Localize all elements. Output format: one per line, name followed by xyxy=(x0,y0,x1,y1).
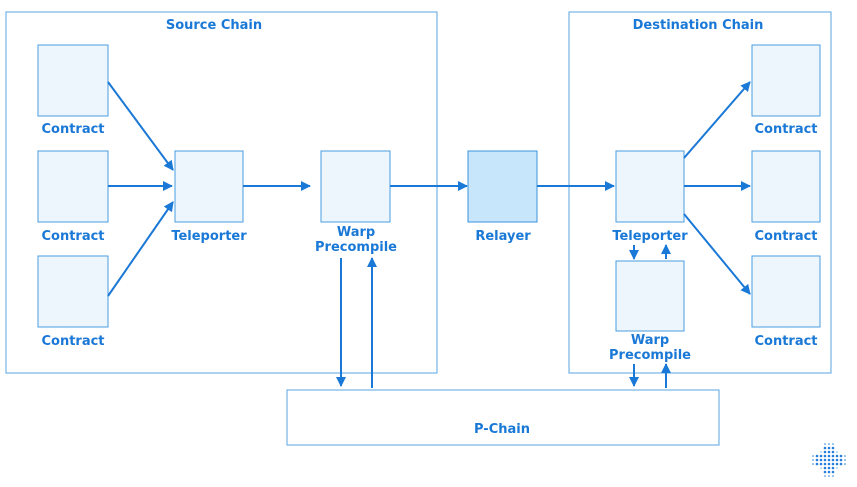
arrow-dest-teleporter-to-contract3 xyxy=(683,213,751,295)
logo-dot xyxy=(835,458,839,462)
arrow-contract3-to-teleporter xyxy=(107,201,174,297)
logo-dot xyxy=(819,458,823,462)
logo-dot xyxy=(844,459,846,461)
p-chain-label: P-Chain xyxy=(474,422,530,437)
destination-warp-label-line1: Warp xyxy=(631,333,669,348)
source-contract-2-box[interactable] xyxy=(37,150,109,223)
dotted-cross-logo-icon xyxy=(812,443,846,477)
logo-dot xyxy=(812,463,814,465)
arrow-dest-teleporter-to-contract1 xyxy=(683,81,751,159)
logo-dot xyxy=(844,455,846,457)
logo-dot xyxy=(823,450,827,454)
arrow-contract1-to-teleporter xyxy=(107,81,174,171)
logo-dot xyxy=(827,446,831,450)
logo-dot xyxy=(839,462,843,466)
logo-dot xyxy=(823,458,827,462)
logo-dot xyxy=(824,443,826,445)
logo-dot xyxy=(831,470,835,474)
logo-dot xyxy=(823,446,827,450)
logo-dot xyxy=(824,475,826,477)
logo-dot xyxy=(831,454,835,458)
source-chain-title: Source Chain xyxy=(166,18,262,33)
destination-chain-title: Destination Chain xyxy=(633,18,764,33)
logo-dot xyxy=(827,454,831,458)
logo-dot xyxy=(835,462,839,466)
destination-contract-1-box[interactable] xyxy=(751,44,821,117)
source-contract-3-box[interactable] xyxy=(37,255,109,328)
logo-dot xyxy=(836,451,838,453)
logo-dot xyxy=(812,455,814,457)
logo-dot xyxy=(832,475,834,477)
logo-dot xyxy=(823,470,827,474)
logo-dot xyxy=(823,466,827,470)
source-teleporter-box[interactable] xyxy=(174,150,244,223)
destination-teleporter-label: Teleporter xyxy=(612,229,688,244)
logo-dot xyxy=(823,454,827,458)
destination-teleporter-box[interactable] xyxy=(615,150,685,223)
logo-dot xyxy=(839,458,843,462)
destination-contract-1-label: Contract xyxy=(754,122,817,137)
destination-contract-3-box[interactable] xyxy=(751,255,821,328)
logo-dot xyxy=(831,446,835,450)
logo-dot xyxy=(827,462,831,466)
logo-dot xyxy=(831,458,835,462)
logo-dot xyxy=(828,475,830,477)
logo-dot xyxy=(812,459,814,461)
logo-dot xyxy=(839,454,843,458)
source-warp-precompile-box[interactable] xyxy=(320,150,391,223)
logo-dot xyxy=(827,458,831,462)
source-warp-label-line2: Precompile xyxy=(315,240,397,255)
logo-dot xyxy=(819,454,823,458)
source-warp-label-line1: Warp xyxy=(337,225,375,240)
logo-dot xyxy=(827,466,831,470)
destination-warp-precompile-box[interactable] xyxy=(615,260,685,332)
source-contract-1-label: Contract xyxy=(41,122,104,137)
relayer-box[interactable] xyxy=(467,150,538,223)
source-contract-2-label: Contract xyxy=(41,229,104,244)
logo-dot xyxy=(827,450,831,454)
source-contract-3-label: Contract xyxy=(41,334,104,349)
logo-dot xyxy=(820,451,822,453)
logo-dot xyxy=(831,450,835,454)
destination-contract-2-box[interactable] xyxy=(751,150,821,223)
logo-dot xyxy=(815,454,819,458)
p-chain-frame xyxy=(286,389,720,446)
destination-contract-3-label: Contract xyxy=(754,334,817,349)
logo-dot xyxy=(832,443,834,445)
logo-dot xyxy=(831,466,835,470)
logo-dot xyxy=(828,443,830,445)
logo-dot xyxy=(831,462,835,466)
source-teleporter-label: Teleporter xyxy=(171,229,247,244)
logo-dot xyxy=(827,470,831,474)
logo-dot xyxy=(820,467,822,469)
logo-dot xyxy=(844,463,846,465)
logo-dot xyxy=(815,458,819,462)
logo-dot xyxy=(819,462,823,466)
destination-warp-label-line2: Precompile xyxy=(609,348,691,363)
logo-dot xyxy=(815,462,819,466)
destination-contract-2-label: Contract xyxy=(754,229,817,244)
logo-dot xyxy=(835,454,839,458)
logo-dot xyxy=(823,462,827,466)
relayer-label: Relayer xyxy=(475,229,531,244)
logo-dot xyxy=(836,467,838,469)
source-contract-1-box[interactable] xyxy=(37,44,109,117)
